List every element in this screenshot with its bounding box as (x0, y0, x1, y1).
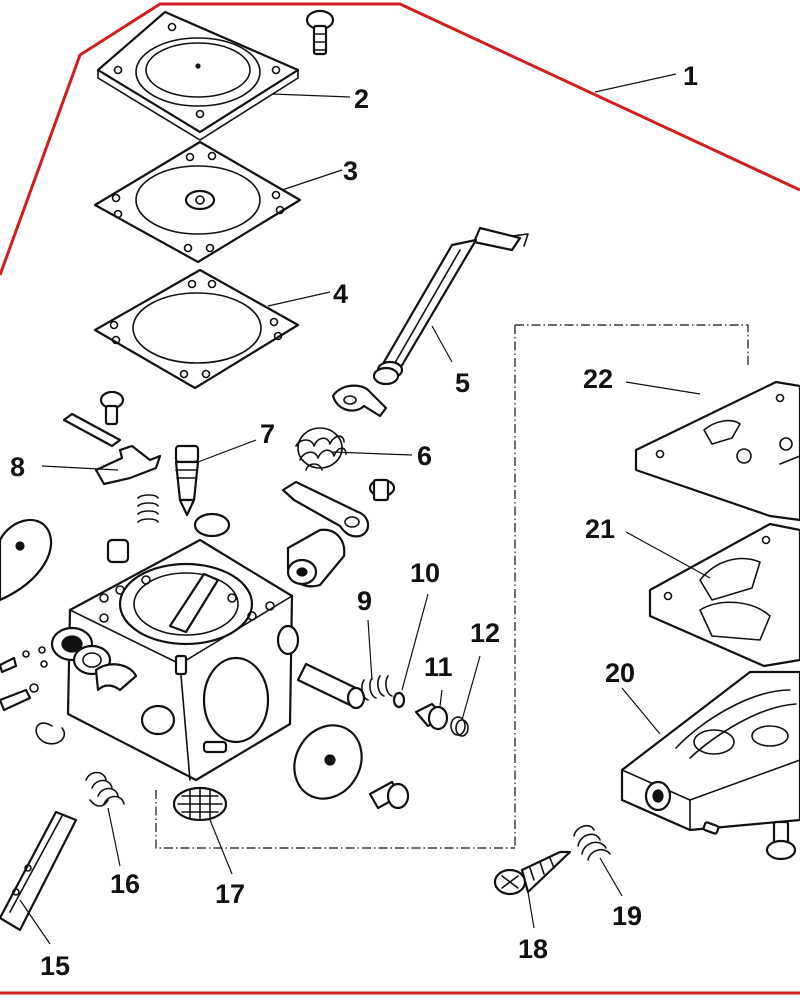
callout-5: 5 (455, 368, 470, 398)
callout-17: 17 (215, 879, 245, 909)
callout-21: 21 (585, 514, 615, 544)
o-ring-part (392, 691, 406, 709)
throttle-lever-part (331, 384, 388, 418)
callout-labels: 1 2 3 4 5 6 7 8 9 10 11 12 15 16 17 18 1… (10, 61, 698, 981)
callout-6: 6 (417, 441, 432, 471)
callout-2: 2 (354, 84, 369, 114)
callout-12: 12 (470, 618, 500, 648)
diaphragm-cover-part (96, 10, 300, 141)
metering-lever-part (62, 390, 162, 486)
needle-spring-part (361, 675, 393, 701)
callout-20: 20 (605, 658, 635, 688)
bracket-screw-part (368, 478, 396, 502)
kit-dashed-box-c (155, 790, 515, 849)
adjusting-needles-part (0, 646, 48, 712)
choke-spring-part (85, 771, 125, 807)
kit-boundary-outline (0, 2, 800, 276)
callout-16: 16 (110, 869, 140, 899)
callout-9: 9 (357, 586, 372, 616)
callout-22: 22 (583, 364, 613, 394)
callout-1: 1 (683, 61, 698, 91)
e-clip-part (35, 722, 66, 745)
pump-spring-part (573, 824, 611, 861)
callout-7: 7 (260, 419, 275, 449)
metering-spring-part (137, 494, 159, 523)
cover-screw-part (305, 9, 335, 56)
filter-sleeve-part (286, 528, 346, 588)
throttle-return-spring-part (295, 427, 347, 471)
adjust-bracket-part (281, 480, 370, 538)
callout-15: 15 (40, 951, 70, 981)
callout-3: 3 (343, 156, 358, 186)
callout-leaders (19, 73, 711, 945)
callout-18: 18 (518, 934, 548, 964)
fuel-screen-part (172, 786, 228, 822)
pump-screw-part (765, 820, 797, 861)
callout-8: 8 (10, 452, 25, 482)
pump-body-part (620, 670, 800, 835)
small-spring-part (450, 716, 469, 737)
callout-10: 10 (410, 558, 440, 588)
choke-shaft-part (0, 810, 78, 932)
choke-plate-part (0, 519, 53, 602)
diaphragm-gasket-part (93, 268, 300, 390)
callout-4: 4 (333, 279, 348, 309)
kit-dashed-box-a (515, 324, 749, 368)
pump-gasket-part (648, 522, 800, 668)
pump-cover-disc-part (293, 724, 363, 800)
inlet-needle-part (174, 444, 200, 517)
disc-screw-part (368, 780, 410, 810)
tapping-screw-part (493, 850, 572, 896)
callout-11: 11 (424, 652, 453, 682)
callout-19: 19 (612, 901, 642, 931)
welch-plug-part (193, 512, 231, 538)
body-shaft-stub-part (296, 662, 366, 710)
pump-diaphragm-part (634, 380, 800, 522)
carburetor-body-part (50, 538, 300, 782)
plug-part (414, 702, 449, 731)
throttle-shaft-part (372, 226, 529, 386)
metering-diaphragm-part (93, 140, 302, 264)
